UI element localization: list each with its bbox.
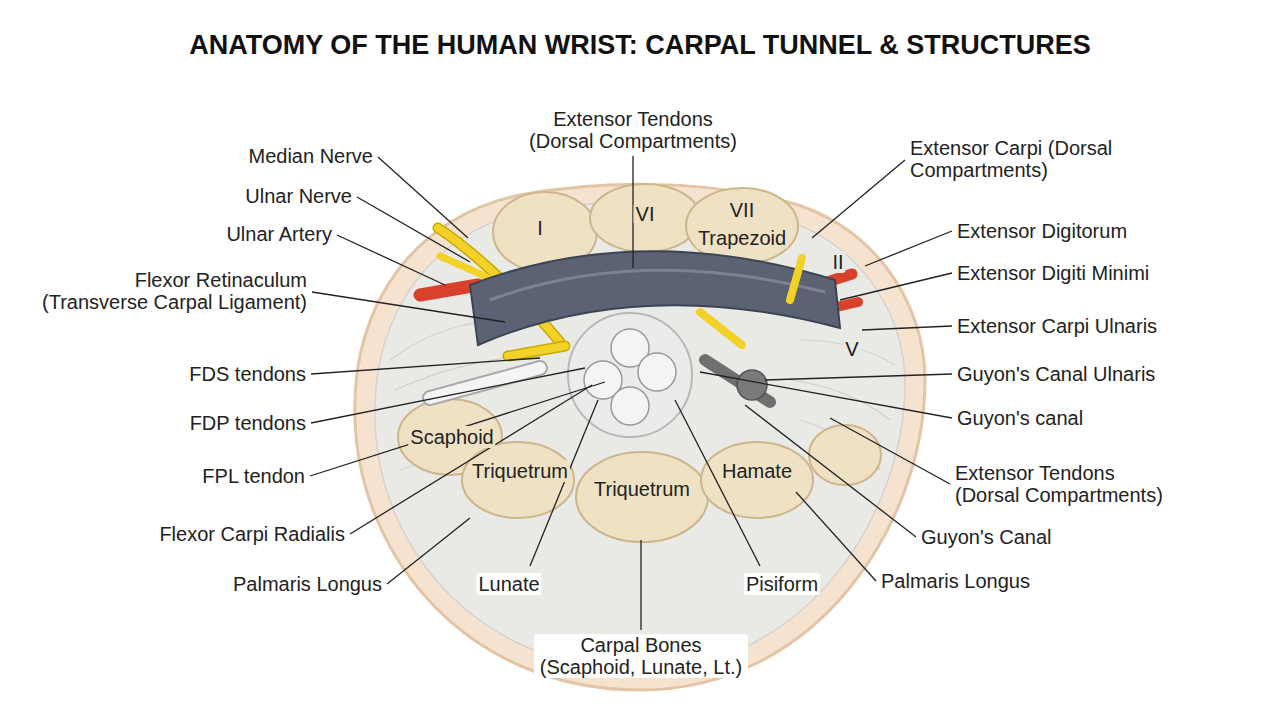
bone-label: Scaphoid <box>408 426 495 448</box>
part-label: Guyon's Canal Ulnaris <box>955 363 1157 385</box>
guyon-canal-tendon <box>737 370 767 400</box>
flexor-tendon <box>430 368 540 398</box>
bone <box>576 452 708 542</box>
leader-line <box>640 540 641 630</box>
guyon-canal-tendon <box>705 360 770 402</box>
striation <box>790 380 890 420</box>
part-label: Carpal Bones (Scaphoid, Lunate, Lt.) <box>534 634 748 678</box>
leader-line <box>530 400 598 566</box>
leader-line <box>312 292 505 322</box>
leader-line <box>378 157 468 238</box>
compartment-number: II <box>830 251 845 273</box>
retinaculum-sheen <box>490 270 825 300</box>
compartment-number: V <box>843 338 860 360</box>
part-label: Ulnar Nerve <box>243 185 354 207</box>
bone <box>701 442 813 518</box>
compartment-number: VI <box>634 203 657 225</box>
part-label: Lunate <box>476 573 541 595</box>
bone <box>809 425 881 485</box>
part-label: FDS tendons <box>187 363 308 385</box>
part-label: Palmaris Longus <box>879 570 1032 592</box>
part-label: Extensor Tendons (Dorsal Compartments) <box>524 108 743 152</box>
part-label: Ulnar Artery <box>224 223 334 245</box>
ulnar-nerve <box>700 312 742 345</box>
bone-label: Triquetrum <box>592 478 692 500</box>
part-label: Extensor Digitorum <box>955 220 1129 242</box>
leader-lines <box>310 156 952 630</box>
leader-line <box>812 160 905 238</box>
leader-line <box>387 518 470 584</box>
part-label: FDP tendons <box>188 412 308 434</box>
leader-line <box>862 326 952 330</box>
leader-line <box>337 235 445 285</box>
carpal-tunnel <box>568 313 692 437</box>
part-label: Guyon's canal <box>955 407 1085 429</box>
leader-line <box>700 372 952 418</box>
leader-line <box>796 492 876 581</box>
soft-tissue <box>375 202 905 670</box>
part-label: Flexor Carpi Radialis <box>157 523 347 545</box>
part-label: FPL tendon <box>200 465 307 487</box>
leader-line <box>830 418 950 484</box>
part-label: Guyon's Canal <box>919 526 1054 548</box>
part-label: Pisiform <box>744 573 820 595</box>
ulnar-nerve <box>790 258 802 300</box>
bone <box>590 184 700 252</box>
compartment-number: I <box>535 217 545 239</box>
compartment-number: VII <box>728 199 756 221</box>
median-nerve <box>508 346 565 356</box>
median-nerve <box>508 346 565 356</box>
tunnel-tendons <box>584 329 676 425</box>
part-label: Extensor Digiti Minimi <box>955 262 1151 284</box>
flexor-tendon <box>430 368 540 398</box>
bone-label: Triquetrum <box>470 460 570 482</box>
part-label: Flexor Retinaculum (Transverse Carpal Li… <box>33 269 309 313</box>
bone <box>462 442 574 518</box>
leader-line <box>350 385 592 534</box>
leader-line <box>865 231 952 266</box>
leader-line <box>311 358 540 374</box>
part-label: Extensor Tendons (Dorsal Compartments) <box>953 462 1172 506</box>
leader-line <box>840 273 952 300</box>
bone-label: Trapezoid <box>696 227 788 249</box>
bone-label: Hamate <box>720 460 794 482</box>
diagram-title: ANATOMY OF THE HUMAN WRIST: CARPAL TUNNE… <box>189 30 1091 61</box>
part-label: Extensor Carpi Ulnaris <box>955 315 1159 337</box>
part-label: Extensor Carpi (Dorsal Compartments) <box>908 137 1122 181</box>
part-label: Median Nerve <box>246 145 375 167</box>
leader-line <box>765 374 952 380</box>
tendon <box>638 353 676 391</box>
part-label: Palmaris Longus <box>231 573 384 595</box>
tendon <box>611 387 649 425</box>
skin-outline <box>355 184 925 690</box>
